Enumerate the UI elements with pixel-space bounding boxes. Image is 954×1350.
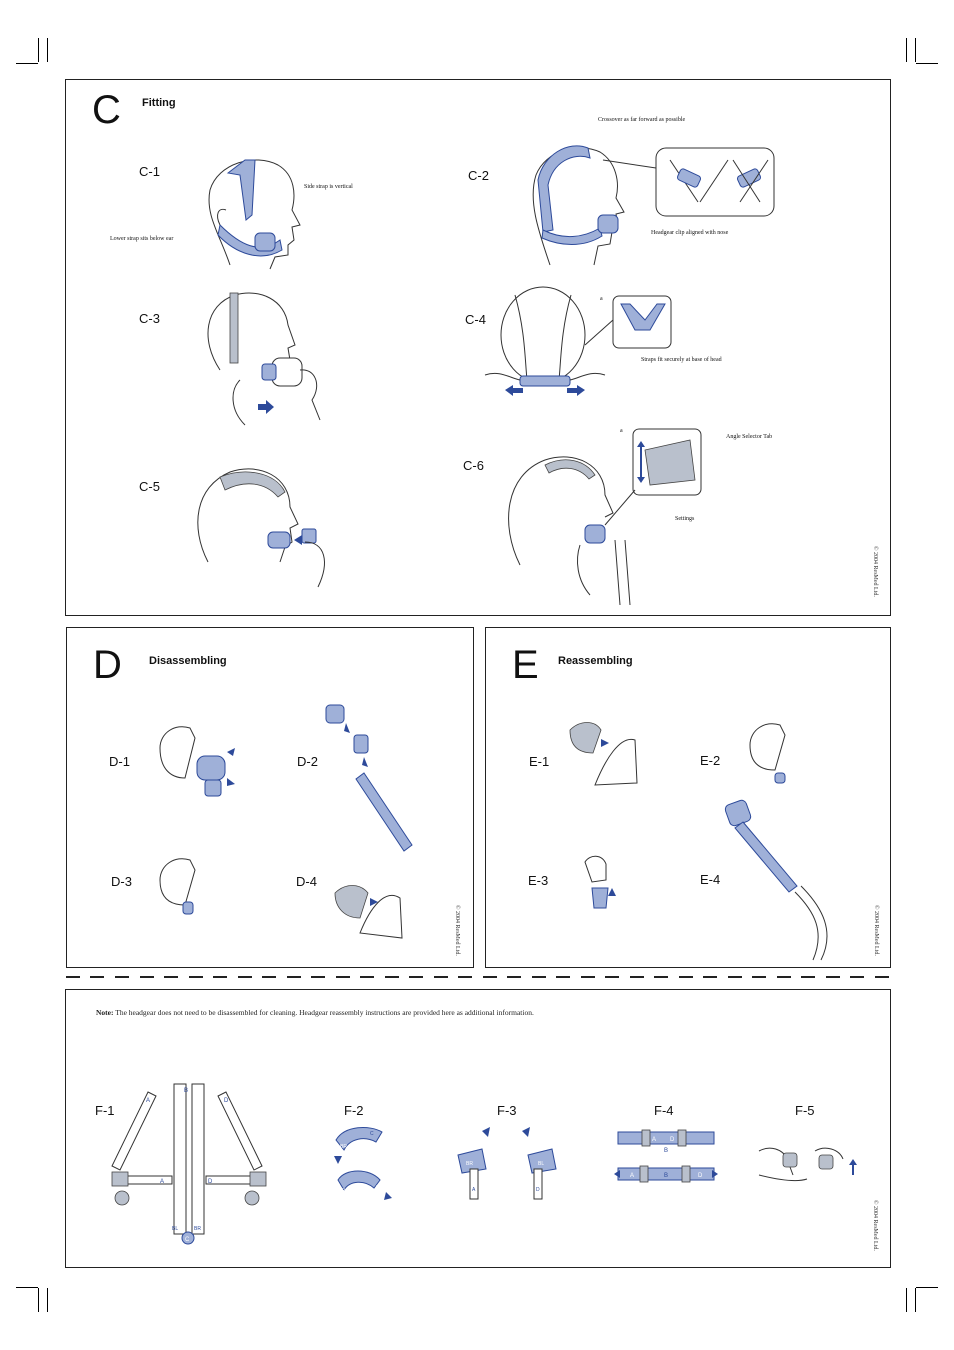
strap-label: BR [340,1144,347,1150]
section-title: Reassembling [558,655,633,667]
strap-label: B [664,1173,668,1179]
step-label: D-2 [297,754,318,769]
section-letter: E [512,643,539,687]
strap-label: D [208,1179,213,1185]
caption: Settings [675,516,695,522]
inset-label: a [620,428,623,434]
step-label: C-6 [463,458,484,473]
step-label: F-1 [95,1103,115,1118]
step-label: F-3 [497,1103,517,1118]
crop-mark [915,1288,916,1312]
step-label: E-3 [528,873,549,888]
crop-mark [16,63,38,64]
mask-illustration [749,723,786,784]
step-label: D-1 [109,754,130,769]
strap-label: A [472,1187,476,1193]
strap-label: C [185,1237,190,1243]
step-label: E-4 [700,872,721,887]
strap-label: D [670,1137,675,1143]
strap-label: D [536,1187,540,1193]
note-text: Note: The headgear does not need to be d… [96,1008,534,1017]
step-label: F-4 [654,1103,674,1118]
caption: Crossover as far forward as possible [598,117,686,123]
caption: Side strap is vertical [304,184,353,190]
strap-label: A [630,1173,634,1179]
step-label: E-1 [529,754,550,769]
caption: Lower strap sits below ear [110,236,174,242]
strap-label: BR [194,1226,201,1232]
strap-label: BR [466,1161,473,1167]
section-c-fitting [65,79,891,616]
strap-label: BR [338,1188,345,1194]
strap-label: B [664,1148,668,1154]
copyright: © 2004 ResMed Ltd. [872,1200,878,1251]
mask-illustration [159,858,196,915]
copyright: © 2004 ResMed Ltd. [454,905,460,956]
strap-label: C [370,1131,374,1137]
head-illustration [532,145,775,266]
step-label: D-3 [111,874,132,889]
crop-mark [47,1288,48,1312]
strap-label: BL [538,1161,544,1167]
head-illustration [208,159,301,270]
inset-label: a [600,296,603,302]
crop-mark [915,38,916,62]
step-label: D-4 [296,874,317,889]
crop-mark [16,1287,38,1288]
step-label: C-5 [139,479,160,494]
section-e-reassembling [485,627,891,968]
crop-mark [906,1288,907,1312]
strap-label: A [160,1179,164,1185]
section-letter: C [92,88,121,132]
headgear-illustration: BR BL A D [457,1127,557,1200]
caption: Straps fit securely at base of head [641,357,722,363]
crop-mark [47,38,48,62]
section-d-disassembling [66,627,474,968]
section-title: Fitting [142,97,176,109]
step-label: C-4 [465,312,486,327]
section-letter: D [93,643,122,687]
section-f-headgear [65,989,891,1268]
strap-label: D [224,1098,229,1104]
elbow-illustration [584,855,616,909]
head-illustration [484,286,672,396]
head-illustration [197,468,325,588]
step-label: F-5 [795,1103,815,1118]
headgear-illustration [758,1147,857,1182]
tube-illustration [325,704,413,852]
step-label: F-2 [344,1103,364,1118]
step-label: C-2 [468,168,489,183]
copyright: © 2004 ResMed Ltd. [873,905,879,956]
mask-illustration [159,726,235,797]
strap-label: A [652,1137,656,1143]
headgear-illustration: C BR BR BL [334,1127,392,1200]
crop-mark [906,38,907,62]
strap-label: BL [376,1185,382,1191]
headgear-illustration: A B D A D C BL BR [111,1083,267,1245]
mask-illustration [569,722,638,786]
step-label: E-2 [700,753,721,768]
strap-label: BL [172,1226,178,1232]
copyright: © 2004 ResMed Ltd. [872,546,878,597]
strap-label: B [184,1088,188,1094]
step-label: C-1 [139,164,160,179]
headgear-illustration: A B D A B D [614,1129,718,1183]
crop-mark [38,38,39,62]
head-illustration [207,292,321,426]
tube-illustration [724,799,828,961]
caption: Headgear clip aligned with nose [651,230,729,236]
crop-mark [916,63,938,64]
crop-mark [38,1288,39,1312]
crop-mark [916,1287,938,1288]
section-title: Disassembling [149,655,227,667]
caption: Angle Selector Tab [726,434,773,440]
strap-label: D [698,1173,703,1179]
step-label: C-3 [139,311,160,326]
head-illustration [508,428,702,606]
strap-label: A [146,1098,150,1104]
mask-illustration [334,885,403,939]
